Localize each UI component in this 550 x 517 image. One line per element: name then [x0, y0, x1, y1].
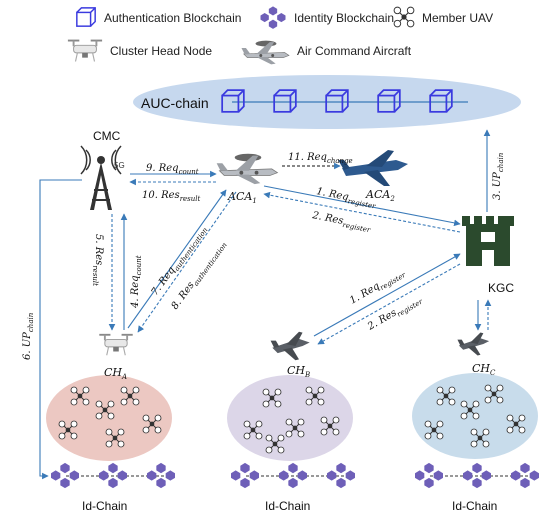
- authentication-blockchain-icon: [76, 7, 96, 27]
- arrow-res-register-2a: [263, 191, 461, 233]
- kgc-node: KGC: [462, 216, 514, 295]
- arrow-req-register-1a: [263, 185, 461, 227]
- msg-9: 9. Reqcount: [146, 163, 199, 176]
- id-chain-b-label: Id-Chain: [265, 499, 310, 513]
- arrow-res-register-2b: [317, 263, 461, 345]
- msg-1b: 1. Reqregister: [348, 266, 408, 308]
- msg-11: 11. Reqchange: [288, 152, 353, 165]
- msg-5: 5. Resresult: [91, 234, 104, 286]
- chb-jet-icon: [270, 331, 310, 361]
- legend-auth-blockchain: Authentication Blockchain: [104, 11, 241, 25]
- arrow-req-authentication-7: [127, 189, 227, 329]
- identity-blockchain-icon: [260, 6, 286, 29]
- kgc-label: KGC: [488, 281, 514, 295]
- cluster-c: [412, 373, 538, 459]
- arrow-req-register-1b: [313, 253, 461, 337]
- aca2-label: ACA2: [365, 188, 395, 203]
- auc-chain: AUC-chain: [133, 75, 521, 129]
- cha-drone-icon: [98, 333, 134, 356]
- legend: Authentication Blockchain Identity Block…: [67, 6, 493, 66]
- msg-8: 8. Resauthentication: [170, 238, 230, 313]
- msg-7: 7. Reqauthentication: [150, 223, 210, 299]
- id-chain-a-label: Id-Chain: [82, 499, 127, 513]
- arrow-res-authentication-8: [137, 191, 237, 333]
- message-labels: 9. Reqcount 10. Resresult 11. Reqchange …: [22, 152, 505, 360]
- chb-label: CHB: [287, 364, 310, 379]
- air-command-aircraft-icon: [240, 39, 290, 66]
- cmc-label: CMC: [93, 129, 121, 143]
- chc-jet-icon: [457, 332, 490, 356]
- cluster-b: [227, 375, 353, 461]
- msg-2a: 2. Resregister: [310, 210, 372, 234]
- auc-chain-label: AUC-chain: [141, 95, 209, 111]
- cluster-a: [46, 375, 172, 461]
- arrow-up-chain-6: [39, 179, 82, 480]
- cha-label: CHA: [104, 366, 127, 381]
- id-chain-c: Id-Chain: [415, 462, 539, 513]
- cluster-b-ellipse: [227, 375, 353, 461]
- id-chain-b: Id-Chain: [231, 462, 355, 513]
- legend-member-uav: Member UAV: [422, 11, 493, 25]
- kgc-building-icon: [462, 216, 514, 266]
- cmc-5g-label: 5G: [114, 161, 125, 170]
- msg-6: 6. UPchain: [22, 312, 35, 360]
- aca2-aircraft-icon: [338, 150, 408, 186]
- aca2-node: ACA2: [338, 150, 408, 203]
- legend-air-command: Air Command Aircraft: [297, 44, 412, 58]
- id-block-icon: [415, 462, 443, 489]
- member-uav-icon: [393, 6, 415, 28]
- cmc-tower: CMC 5G: [80, 129, 125, 210]
- msg-3: 3. UPchain: [492, 152, 505, 200]
- id-chain-c-label: Id-Chain: [452, 499, 497, 513]
- msg-10: 10. Resresult: [142, 190, 201, 203]
- aca1-node: ACA1: [215, 152, 279, 205]
- legend-cluster-head: Cluster Head Node: [110, 44, 212, 58]
- cha-node: CHA: [98, 333, 134, 381]
- cluster-head-icon: [67, 38, 103, 63]
- tower-icon: [80, 145, 122, 210]
- aca1-label: ACA1: [227, 190, 257, 205]
- legend-identity-blockchain: Identity Blockchain: [294, 11, 394, 25]
- msg-4: 4. Reqcount: [130, 255, 143, 309]
- chc-label: CHC: [472, 362, 496, 377]
- chb-node: CHB: [270, 331, 310, 379]
- id-chain-a: Id-Chain: [51, 462, 175, 513]
- arrows: [39, 129, 492, 480]
- aca1-aircraft-icon: [215, 152, 279, 186]
- msg-2b: 2. Resregister: [365, 293, 424, 335]
- id-block-icon: [51, 462, 79, 489]
- chc-node: CHC: [457, 332, 496, 377]
- id-block-icon: [231, 462, 259, 489]
